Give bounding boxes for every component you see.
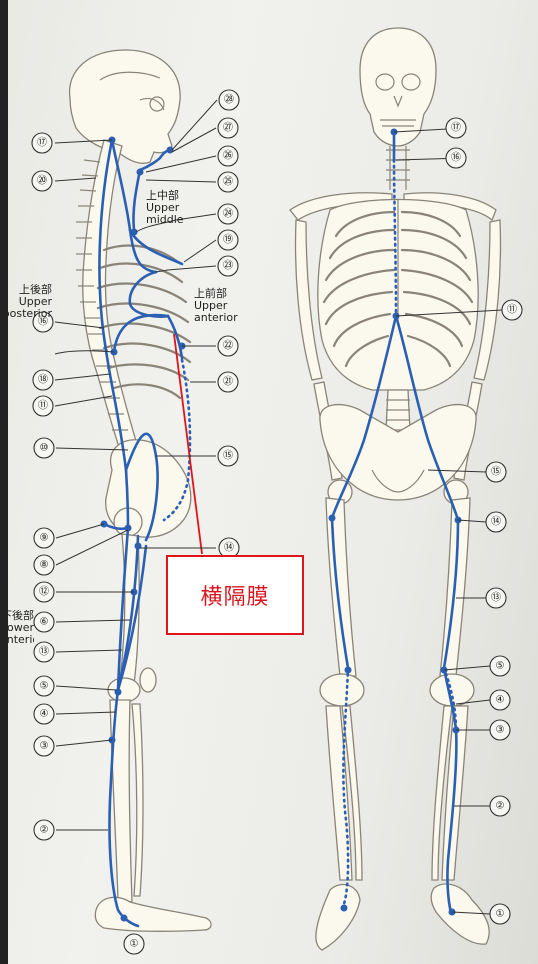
svg-text:⑧: ⑧ <box>40 560 49 571</box>
marker-28: ㉘ <box>219 90 239 110</box>
marker-10: ⑩ <box>34 438 54 458</box>
svg-text:⑰: ⑰ <box>37 137 47 149</box>
svg-text:⑲: ⑲ <box>223 234 233 246</box>
label-lower-anterior: 下後部 Lower anterior <box>0 610 34 646</box>
svg-text:①: ① <box>130 939 139 950</box>
marker-22: ㉒ <box>218 336 238 356</box>
label-lower-anterior-l2: anterior <box>0 634 34 646</box>
lateral-skeleton <box>70 50 212 931</box>
marker-15-right: ⑮ <box>486 462 506 482</box>
svg-text:③: ③ <box>40 741 49 752</box>
marker-4-left: ④ <box>34 704 54 724</box>
marker-11-right: ⑪ <box>502 300 522 320</box>
marker-25: ㉕ <box>218 172 238 192</box>
marker-4-right: ④ <box>490 690 510 710</box>
marker-20: ⑳ <box>32 171 52 191</box>
label-upper-anterior: 上前部 Upper anterior <box>194 288 238 324</box>
svg-text:⑪: ⑪ <box>507 304 517 316</box>
diaphragm-callout: 横隔膜 <box>166 555 304 635</box>
svg-text:②: ② <box>40 825 49 836</box>
marker-17-right: ⑰ <box>446 118 466 138</box>
diaphragm-callout-text: 横隔膜 <box>200 579 269 611</box>
marker-3-right: ③ <box>490 720 510 740</box>
svg-text:⑬: ⑬ <box>39 646 49 658</box>
marker-1-right: ① <box>490 904 510 924</box>
label-upper-posterior-l2: posterior <box>0 308 52 320</box>
svg-text:⑪: ⑪ <box>38 400 48 412</box>
svg-text:⑱: ⑱ <box>38 374 48 386</box>
marker-5-right: ⑤ <box>490 656 510 676</box>
marker-13-left: ⑬ <box>34 642 54 662</box>
marker-11-left: ⑪ <box>33 396 53 416</box>
marker-2-left: ② <box>34 820 54 840</box>
svg-text:⑤: ⑤ <box>40 681 49 692</box>
marker-5-left: ⑤ <box>34 676 54 696</box>
marker-24: ㉔ <box>218 204 238 224</box>
svg-text:②: ② <box>496 801 505 812</box>
svg-text:③: ③ <box>496 725 505 736</box>
svg-text:⑥: ⑥ <box>40 617 49 628</box>
marker-23: ㉓ <box>218 256 238 276</box>
svg-text:⑮: ⑮ <box>223 450 233 462</box>
label-upper-middle-l2: middle <box>146 214 184 226</box>
label-upper-anterior-l2: anterior <box>194 312 238 324</box>
marker-17-left: ⑰ <box>32 133 52 153</box>
svg-text:㉑: ㉑ <box>223 376 233 388</box>
label-upper-posterior: 上後部 Upper posterior <box>0 284 52 320</box>
lateral-foot <box>95 897 211 931</box>
svg-text:㉒: ㉒ <box>223 340 233 352</box>
svg-text:⑤: ⑤ <box>496 661 505 672</box>
svg-text:⑭: ⑭ <box>491 516 501 528</box>
svg-text:⑮: ⑮ <box>491 466 501 478</box>
svg-text:⑭: ⑭ <box>224 542 234 554</box>
frontal-skull <box>360 28 436 146</box>
svg-text:㉓: ㉓ <box>223 260 233 272</box>
label-upper-middle: 上中部 Upper middle <box>146 190 184 226</box>
marker-12: ⑫ <box>34 582 54 602</box>
marker-18: ⑱ <box>33 370 53 390</box>
svg-text:④: ④ <box>496 695 505 706</box>
marker-15-left: ⑮ <box>218 446 238 466</box>
svg-text:⑫: ⑫ <box>39 586 49 598</box>
svg-text:㉖: ㉖ <box>223 150 233 162</box>
marker-19: ⑲ <box>218 230 238 250</box>
marker-1-left: ① <box>124 934 144 954</box>
svg-text:㉗: ㉗ <box>223 122 233 134</box>
marker-26: ㉖ <box>218 146 238 166</box>
marker-9: ⑨ <box>34 528 54 548</box>
svg-text:⑯: ⑯ <box>451 152 461 164</box>
svg-text:㉘: ㉘ <box>224 94 234 106</box>
svg-text:⑰: ⑰ <box>451 122 461 134</box>
svg-text:⑳: ⑳ <box>37 175 47 187</box>
svg-text:④: ④ <box>40 709 49 720</box>
svg-text:⑩: ⑩ <box>40 443 49 454</box>
svg-text:㉔: ㉔ <box>223 208 233 220</box>
marker-8: ⑧ <box>34 555 54 575</box>
svg-text:㉕: ㉕ <box>223 176 233 188</box>
marker-2-right: ② <box>490 796 510 816</box>
svg-text:⑬: ⑬ <box>491 592 501 604</box>
marker-16-right: ⑯ <box>446 148 466 168</box>
marker-3-left: ③ <box>34 736 54 756</box>
marker-6: ⑥ <box>34 612 54 632</box>
marker-27: ㉗ <box>218 118 238 138</box>
marker-13-right: ⑬ <box>486 588 506 608</box>
svg-text:①: ① <box>496 909 505 920</box>
svg-text:⑨: ⑨ <box>40 533 49 544</box>
marker-21: ㉑ <box>218 372 238 392</box>
marker-14-right: ⑭ <box>486 512 506 532</box>
